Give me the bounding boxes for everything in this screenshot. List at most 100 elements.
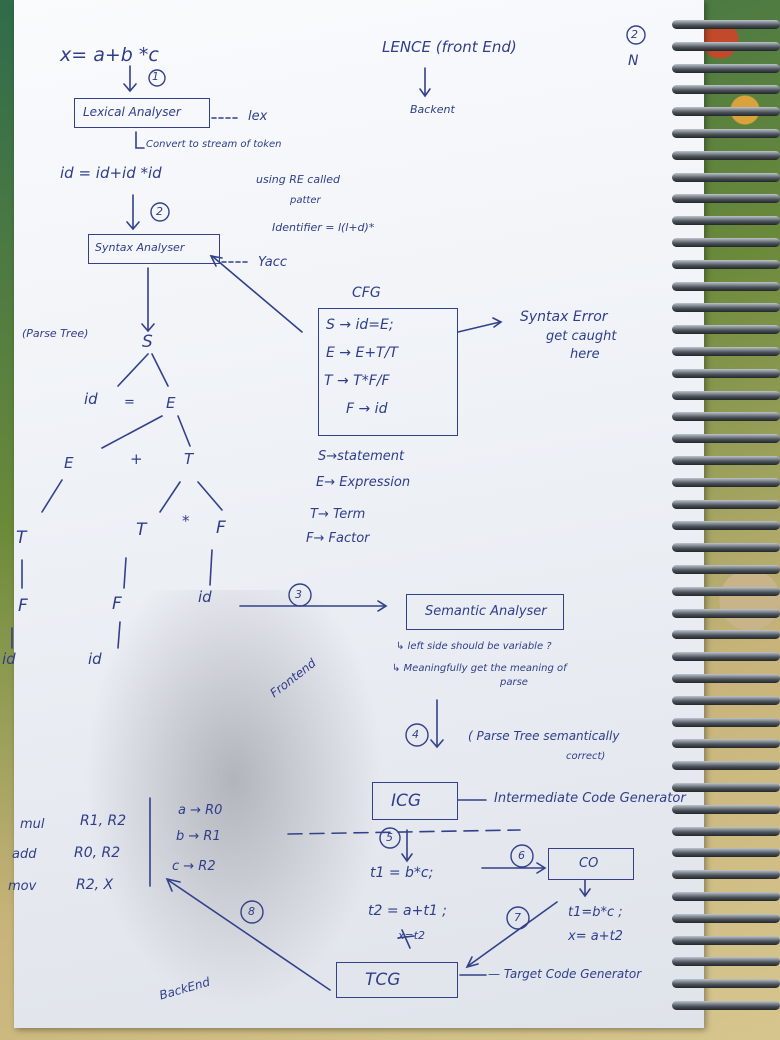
spiral-coil <box>672 303 780 313</box>
spiral-coil <box>672 586 780 596</box>
cfg-box <box>318 308 458 436</box>
tree-node: id <box>198 588 212 606</box>
yacc-tool: Yacc <box>258 255 288 270</box>
tree-node: * <box>182 512 190 530</box>
notebook-page <box>14 0 704 1028</box>
semantic-analyser-box: Semantic Analyser <box>406 594 564 630</box>
tree-node: T <box>184 450 194 468</box>
spiral-coil <box>672 957 780 967</box>
step-number: 4 <box>412 728 419 741</box>
register-map: c → R2 <box>172 859 216 874</box>
token-note: Convert to stream of token <box>146 139 282 150</box>
spiral-coil <box>672 652 780 662</box>
semantic-note: ↳ left side should be variable ? <box>396 641 552 652</box>
cfg-legend: E→ Expression <box>316 475 411 490</box>
cfg-title: CFG <box>352 285 381 301</box>
shadow <box>84 590 384 1010</box>
spiral-coil <box>672 325 780 335</box>
step-number: 3 <box>295 588 302 601</box>
spiral-coil <box>672 521 780 531</box>
lence-title: LENCE (front End) <box>382 38 517 56</box>
spiral-coil <box>672 761 780 771</box>
spiral-binding <box>672 20 780 1030</box>
asm-op: mul <box>20 817 45 832</box>
tree-node: = <box>124 395 135 410</box>
spiral-coil <box>672 608 780 618</box>
re-note: using RE called <box>256 173 340 186</box>
spiral-coil <box>672 63 780 73</box>
cfg-legend: S→statement <box>318 449 405 464</box>
syntax-error-note: get caught <box>546 329 617 344</box>
lexical-analyser-box: Lexical Analyser <box>74 98 210 128</box>
asm-op: add <box>12 847 37 862</box>
tree-node: + <box>130 450 143 468</box>
syntax-analyser-label: Syntax Analyser <box>95 241 185 254</box>
spiral-coil <box>672 913 780 923</box>
icg-label: ICG <box>391 791 422 811</box>
tree-node: F <box>216 518 226 538</box>
syntax-analyser-box: Syntax Analyser <box>88 234 220 264</box>
spiral-coil <box>672 107 780 117</box>
spiral-coil <box>672 848 780 858</box>
co-box: CO <box>548 848 634 880</box>
semantic-analyser-label: Semantic Analyser <box>425 604 547 619</box>
asm-args: R1, R2 <box>80 813 127 829</box>
tcg-label: TCG <box>365 970 401 990</box>
step-number: 1 <box>152 70 159 83</box>
icg-code-line: x=t2 <box>398 929 426 942</box>
co-code-line: x= a+t2 <box>568 929 623 944</box>
spiral-coil <box>672 150 780 160</box>
cfg-rule: E → E+T/T <box>326 345 398 361</box>
tree-node: E <box>64 454 74 472</box>
spiral-coil <box>672 1001 780 1010</box>
pattern-note: patter <box>290 195 321 206</box>
corner-mark: N <box>628 53 639 69</box>
lexical-analyser-label: Lexical Analyser <box>83 105 181 119</box>
spiral-coil <box>672 783 780 792</box>
expression: x= a+b *c <box>60 44 159 66</box>
spiral-coil <box>672 870 780 880</box>
spiral-coil <box>672 979 780 989</box>
tree-node: F <box>18 596 28 616</box>
spiral-coil <box>672 41 780 51</box>
tree-node: F <box>112 594 122 614</box>
spiral-coil <box>672 826 780 836</box>
spiral-coil <box>672 892 780 901</box>
spiral-coil <box>672 804 780 814</box>
step-number: 2 <box>156 205 163 218</box>
tree-node: id <box>88 650 102 668</box>
backend-note: Backent <box>410 103 455 116</box>
tree-node: S <box>142 332 153 352</box>
spiral-coil <box>672 172 780 182</box>
spiral-coil <box>672 434 780 444</box>
cfg-rule: F → id <box>346 401 388 417</box>
semantic-note: ↳ Meaningfully get the meaning of <box>392 663 567 674</box>
spiral-coil <box>672 935 780 945</box>
page-number: 2 <box>631 28 638 41</box>
lex-tool: lex <box>248 109 268 124</box>
tree-node: T <box>136 520 147 540</box>
cfg-legend: T→ Term <box>310 507 366 522</box>
tree-node: id <box>84 390 98 408</box>
step-number: 8 <box>248 905 255 918</box>
spiral-coil <box>672 281 780 291</box>
tcg-description: — Target Code Generator <box>488 967 642 981</box>
spiral-coil <box>672 368 780 378</box>
tree-node: T <box>16 528 27 548</box>
tree-node: id <box>2 650 16 668</box>
icg-code-line: t2 = a+t1 ; <box>368 903 447 919</box>
co-code-line: t1=b*c ; <box>568 905 623 920</box>
step-number: 5 <box>386 831 393 844</box>
icg-description: Intermediate Code Generator <box>494 791 686 806</box>
spiral-coil <box>672 85 780 95</box>
cfg-rule: T → T*F/F <box>324 373 390 389</box>
spiral-coil <box>672 456 780 465</box>
parse-tree-label: (Parse Tree) <box>22 327 89 340</box>
spiral-coil <box>672 20 780 29</box>
cfg-rule: S → id=E; <box>326 317 394 333</box>
spiral-coil <box>672 259 780 269</box>
spiral-coil <box>672 695 780 705</box>
spiral-coil <box>672 717 780 727</box>
spiral-coil <box>672 565 780 574</box>
spiral-coil <box>672 499 780 509</box>
